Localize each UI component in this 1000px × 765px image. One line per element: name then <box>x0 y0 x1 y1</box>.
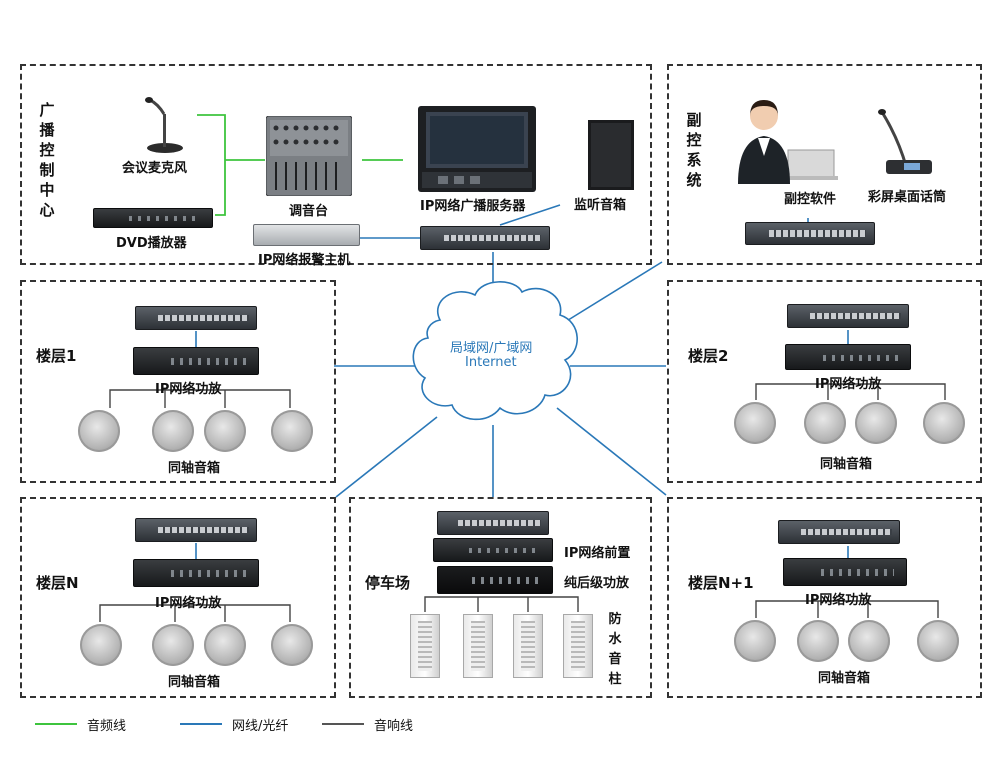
floorN-amp-label: IP网络功放 <box>155 596 222 611</box>
desktop-mic-label: 彩屏桌面话筒 <box>868 190 947 205</box>
waterproof-column-2 <box>463 614 493 678</box>
floor1-switch <box>135 306 257 330</box>
audio-lines <box>197 114 403 216</box>
floorN1-speaker-2 <box>797 620 839 662</box>
zone-floor2 <box>667 280 982 483</box>
dvd-label: DVD播放器 <box>116 236 187 251</box>
floor2-speaker-1 <box>734 402 776 444</box>
network-lines <box>195 204 849 559</box>
floor2-amp-label: IP网络功放 <box>815 377 882 392</box>
server-label: IP网络广播服务器 <box>420 199 526 214</box>
waterproof-column-label: 防水音柱 <box>608 612 622 687</box>
legend-audio-swatch <box>35 723 77 725</box>
floor1-speaker-2 <box>152 410 194 452</box>
floorN1-speaker-1 <box>734 620 776 662</box>
waterproof-column-3 <box>513 614 543 678</box>
parking-label: 停车场 <box>365 574 411 592</box>
floorN1-speaker-4 <box>917 620 959 662</box>
floor2-speaker-label: 同轴音箱 <box>820 457 873 472</box>
floorN-speaker-1 <box>80 624 122 666</box>
legend-network-label: 网线/光纤 <box>232 719 289 734</box>
network-label-1: 局域网/广域网 <box>450 341 533 356</box>
broadcast-center-label: 广播控制中心 <box>39 101 55 219</box>
parking-preamp <box>433 538 553 562</box>
waterproof-column-4 <box>563 614 593 678</box>
floor2-switch <box>787 304 909 328</box>
parking-post-amp <box>437 566 553 594</box>
conference-microphone-icon <box>145 97 183 153</box>
zone-sub-control <box>667 64 982 265</box>
floor1-speaker-label: 同轴音箱 <box>168 461 221 476</box>
floorN-speaker-3 <box>204 624 246 666</box>
dvd-player <box>93 208 213 228</box>
legend-speaker-swatch <box>322 723 364 725</box>
desktop-microphone-icon <box>878 109 932 174</box>
floorN-speaker-4 <box>271 624 313 666</box>
sub-control-switch <box>745 222 875 245</box>
floor1-label: 楼层1 <box>36 347 77 365</box>
floorN1-speaker-label: 同轴音箱 <box>818 671 871 686</box>
floorN-switch <box>135 518 257 542</box>
zone-broadcast-center <box>20 64 652 265</box>
floor2-speaker-2 <box>804 402 846 444</box>
mixer-icon <box>266 116 352 196</box>
zone-floorN <box>20 497 336 698</box>
broadcast-server-icon <box>418 106 536 192</box>
floorN1-speaker-3 <box>848 620 890 662</box>
floor1-speaker-3 <box>204 410 246 452</box>
floor1-speaker-1 <box>78 410 120 452</box>
floorN-amp <box>133 559 259 587</box>
floorN1-amp-label: IP网络功放 <box>805 593 872 608</box>
floorN1-amp <box>783 558 907 586</box>
legend-network-swatch <box>180 723 222 725</box>
sub-control-label: 副控系统 <box>686 111 702 189</box>
center-switch <box>420 226 550 250</box>
cloud-shape <box>412 281 578 421</box>
floorN-speaker-label: 同轴音箱 <box>168 675 221 690</box>
operator-icon <box>738 100 838 184</box>
sub-software-label: 副控软件 <box>784 192 837 207</box>
floor1-amp <box>133 347 259 375</box>
mixer-label: 调音台 <box>289 204 329 219</box>
floor2-label: 楼层2 <box>688 347 729 365</box>
preamp-label: IP网络前置 <box>564 546 631 561</box>
floorN1-label: 楼层N+1 <box>688 574 754 592</box>
waterproof-column-1 <box>410 614 440 678</box>
parking-switch <box>437 511 549 535</box>
floor2-speaker-3 <box>855 402 897 444</box>
alarm-host-label: IP网络报警主机 <box>258 253 351 268</box>
microphone-label: 会议麦克风 <box>122 161 188 176</box>
alarm-host <box>253 224 360 246</box>
zone-parking <box>349 497 652 698</box>
zone-floor1 <box>20 280 336 483</box>
floorN-speaker-2 <box>152 624 194 666</box>
zone-floorN1 <box>667 497 982 698</box>
floor2-amp <box>785 344 911 370</box>
floor1-speaker-4 <box>271 410 313 452</box>
speaker-lines <box>99 383 946 622</box>
network-label-2: Internet <box>465 355 517 370</box>
floorN-label: 楼层N <box>36 574 79 592</box>
floor1-amp-label: IP网络功放 <box>155 382 222 397</box>
legend-audio-label: 音频线 <box>87 719 127 734</box>
post-amp-label: 纯后级功放 <box>564 576 630 591</box>
monitor-speaker-label: 监听音箱 <box>574 198 627 213</box>
legend-speaker-label: 音响线 <box>374 719 414 734</box>
monitor-speaker-icon <box>588 120 634 190</box>
floor2-speaker-4 <box>923 402 965 444</box>
floorN1-switch <box>778 520 900 544</box>
